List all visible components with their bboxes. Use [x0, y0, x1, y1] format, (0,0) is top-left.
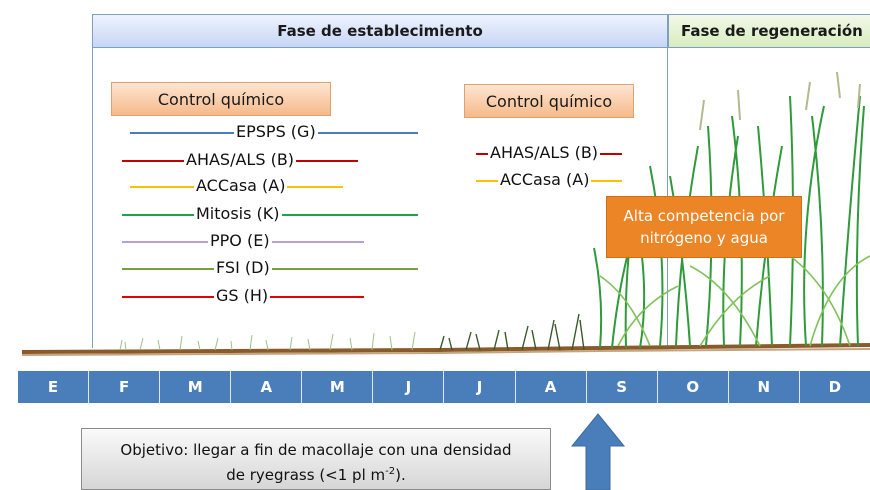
competition-callout: Alta competencia por nitrógeno y agua [606, 196, 802, 258]
objective-line-2-prefix: de ryegrass (<1 pl m [226, 466, 386, 484]
sparse-seedlings [119, 331, 416, 351]
mode-label-accasa-right: ACCasa (A) [498, 170, 592, 190]
mode-label-ahas-als: AHAS/ALS (B) [184, 150, 297, 170]
month-jul: J [444, 371, 516, 403]
objective-box: Objetivo: llegar a fin de macollaje con … [81, 428, 551, 490]
month-feb: F [89, 371, 161, 403]
callout-line-1: Alta competencia por [623, 207, 785, 225]
ground-soil-line [21, 343, 870, 356]
chemical-control-title-right: Control químico [485, 91, 613, 111]
month-apr: A [231, 371, 303, 403]
regeneration-phase-header: Fase de regeneración [668, 14, 870, 48]
seed-heads [699, 71, 861, 131]
month-jun: J [373, 371, 445, 403]
mode-label-mitosis: Mitosis (K) [194, 204, 282, 224]
month-aug: A [516, 371, 587, 403]
callout-line-2: nitrógeno y agua [640, 229, 768, 247]
month-mar: M [160, 371, 232, 403]
mode-label-ppo: PPO (E) [208, 231, 272, 251]
objective-line-2: de ryegrass (<1 pl m-2). [82, 461, 550, 486]
chemical-control-box-right: Control químico [464, 84, 634, 118]
month-timeline: E F M A M J J A S O N D [18, 371, 870, 403]
up-arrow-icon [570, 413, 626, 490]
objective-line-2-suffix: ). [395, 466, 406, 484]
month-nov: N [729, 371, 800, 403]
establishment-phase-title: Fase de establecimiento [277, 22, 483, 40]
objective-superscript: -2 [385, 466, 396, 477]
objective-line-1: Objetivo: llegar a fin de macollaje con … [120, 441, 512, 459]
mode-label-accasa: ACCasa (A) [194, 176, 288, 196]
dense-seedlings [439, 313, 585, 351]
mode-label-gs: GS (H) [214, 286, 271, 306]
regeneration-phase-title: Fase de regeneración [681, 22, 863, 40]
light-green-leaves [599, 255, 870, 347]
month-dec: D [828, 378, 842, 396]
chemical-control-box-left: Control químico [111, 82, 331, 116]
mode-label-epsps: EPSPS (G) [234, 122, 318, 142]
mode-label-fsi: FSI (D) [214, 258, 272, 278]
month-sep: S [587, 371, 658, 403]
month-jan: E [18, 371, 90, 403]
mode-label-ahas-als-right: AHAS/ALS (B) [488, 143, 601, 163]
establishment-phase-header: Fase de establecimiento [92, 14, 668, 48]
month-oct: O [658, 371, 729, 403]
chemical-control-title-left: Control químico [157, 89, 285, 109]
month-may: M [302, 371, 374, 403]
